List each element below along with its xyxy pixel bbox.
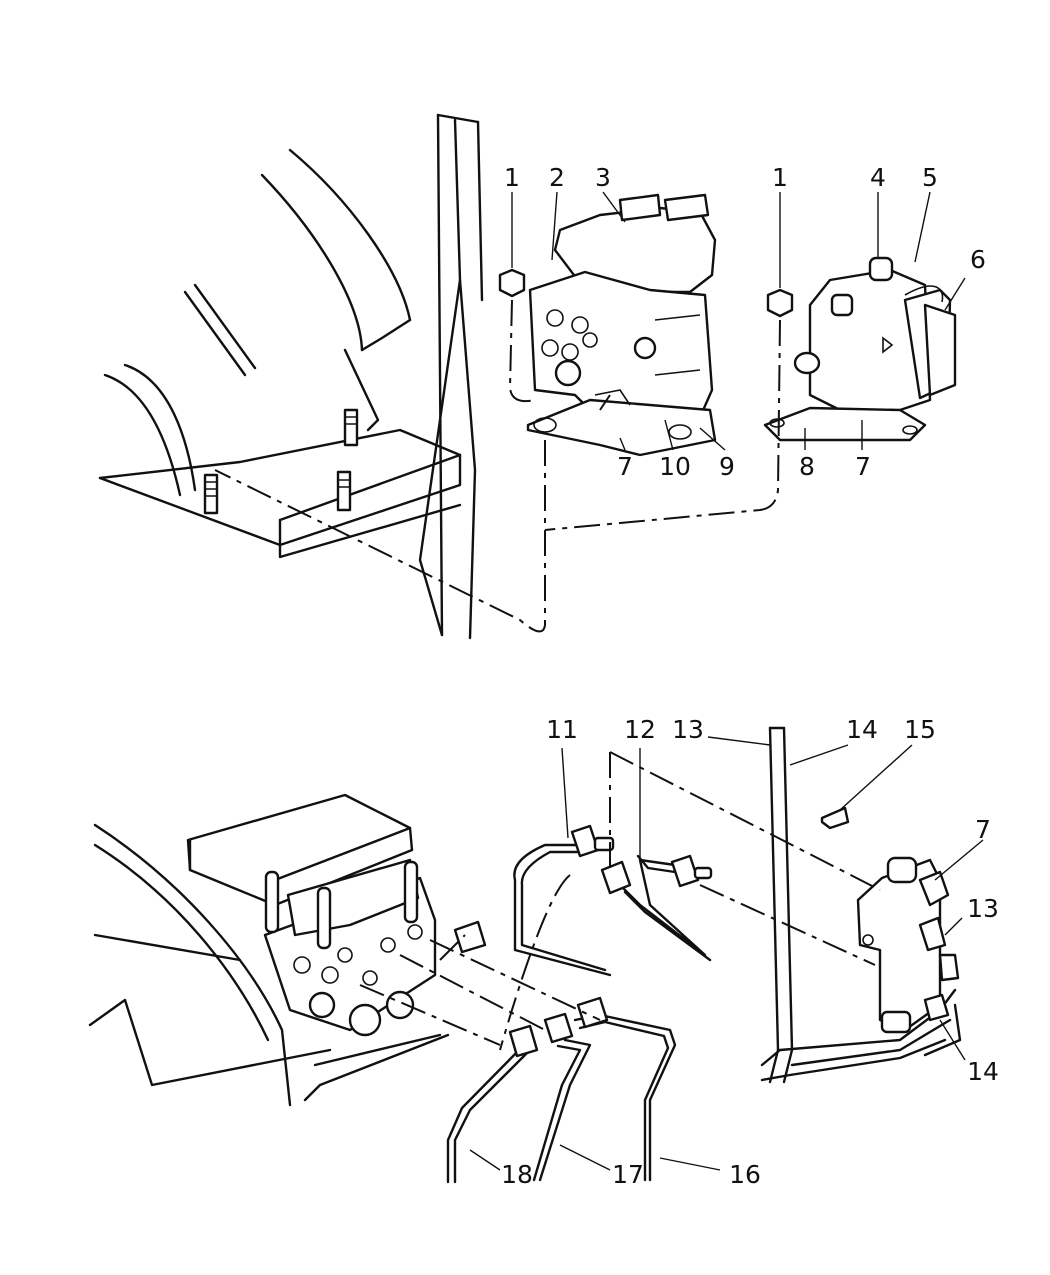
callout-15: 15 bbox=[904, 715, 936, 744]
callout-7: 7 bbox=[975, 815, 991, 844]
callout-14: 14 bbox=[967, 1057, 999, 1086]
callout-17: 17 bbox=[612, 1160, 644, 1189]
tube-fitting-icon bbox=[453, 824, 713, 1058]
callout-11: 11 bbox=[546, 715, 578, 744]
callout-7: 7 bbox=[855, 452, 871, 481]
callout-18: 18 bbox=[501, 1160, 533, 1189]
top-callouts: 1 2 3 1 4 5 6 7 10 9 8 7 bbox=[504, 163, 986, 481]
hex-nut-icon bbox=[498, 268, 794, 318]
callout-2: 2 bbox=[549, 163, 565, 192]
install-path-lines bbox=[214, 299, 781, 633]
callout-3: 3 bbox=[595, 163, 611, 192]
callout-4: 4 bbox=[870, 163, 886, 192]
install-path-lines bbox=[359, 751, 881, 1051]
callout-6: 6 bbox=[970, 245, 986, 274]
callout-1: 1 bbox=[772, 163, 788, 192]
brake-tube-icon bbox=[446, 843, 712, 1184]
callout-13: 13 bbox=[672, 715, 704, 744]
fender-outline bbox=[103, 148, 412, 497]
callout-8: 8 bbox=[799, 452, 815, 481]
proportioning-valve-icon bbox=[763, 256, 957, 442]
proportioning-valve-icon bbox=[856, 856, 960, 1034]
callout-7: 7 bbox=[617, 452, 633, 481]
mounting-bracket bbox=[98, 428, 462, 559]
callout-1: 1 bbox=[504, 163, 520, 192]
callout-13: 13 bbox=[967, 894, 999, 923]
body-pillar bbox=[418, 113, 484, 640]
wheelhouse-outline bbox=[88, 823, 450, 1107]
retaining-clip-icon bbox=[820, 806, 850, 830]
callout-16: 16 bbox=[729, 1160, 761, 1189]
leader-lines bbox=[511, 191, 966, 451]
callout-9: 9 bbox=[719, 452, 735, 481]
bottom-callouts: 11 12 13 14 15 7 13 14 16 17 18 bbox=[501, 715, 999, 1189]
stud bbox=[203, 408, 359, 515]
abs-hydraulic-unit-icon bbox=[186, 793, 437, 1037]
callout-5: 5 bbox=[922, 163, 938, 192]
abs-hydraulic-unit-icon bbox=[526, 193, 717, 457]
callout-14: 14 bbox=[846, 715, 878, 744]
leader-lines bbox=[469, 736, 984, 1171]
callout-10: 10 bbox=[659, 452, 691, 481]
callout-12: 12 bbox=[624, 715, 656, 744]
